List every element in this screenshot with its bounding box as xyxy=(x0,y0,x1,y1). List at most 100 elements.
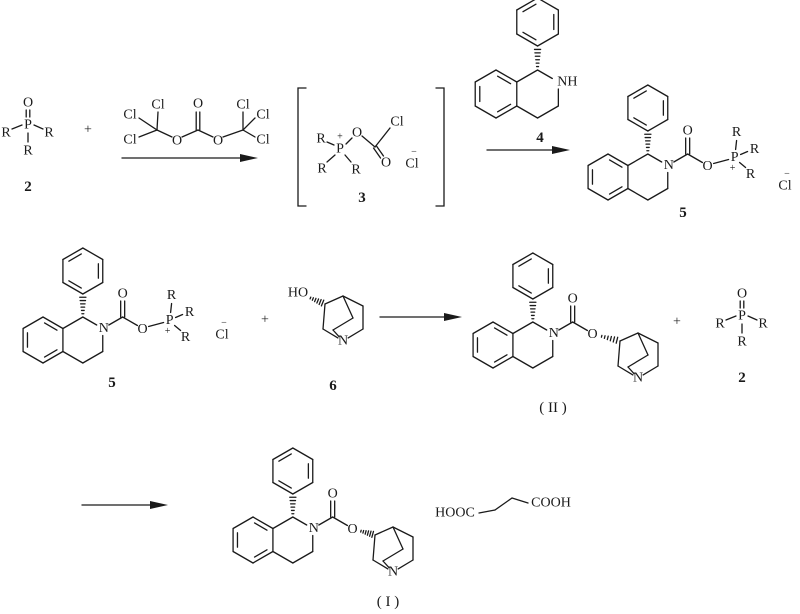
bond xyxy=(734,139,738,151)
ring-bond xyxy=(474,105,497,119)
bond xyxy=(673,153,689,163)
compound-label: 2 xyxy=(24,179,32,195)
bond xyxy=(372,534,376,561)
ring-bond xyxy=(647,118,669,132)
bond xyxy=(11,124,23,130)
bond xyxy=(156,129,173,138)
ring-bond xyxy=(252,550,274,564)
ring-double-bond xyxy=(43,349,58,358)
bond xyxy=(272,550,294,564)
atom-label: N xyxy=(549,326,559,341)
ring-bond xyxy=(272,447,294,461)
bond xyxy=(512,321,534,335)
atom-label: O xyxy=(328,487,338,502)
atom-label: P xyxy=(731,150,739,165)
atom-label: O xyxy=(118,287,128,302)
atom-label: O xyxy=(737,287,747,302)
bond xyxy=(642,365,659,376)
hashed-wedge-bond xyxy=(362,529,365,534)
atom-label: R xyxy=(185,305,195,320)
ring-double-bond xyxy=(608,186,623,195)
bond xyxy=(318,516,334,526)
ring-double-bond xyxy=(633,117,647,126)
atom-label: N xyxy=(664,158,674,173)
ring-bond xyxy=(532,252,554,266)
ring-double-bond xyxy=(68,253,82,262)
ring-double-bond xyxy=(496,103,512,113)
bond xyxy=(181,129,199,138)
bond xyxy=(536,69,553,80)
bond xyxy=(372,559,389,570)
atom-label: O xyxy=(588,327,598,342)
ring-bond xyxy=(22,316,44,330)
compound-label: 5 xyxy=(679,205,687,221)
ring-bond xyxy=(272,481,294,495)
bond xyxy=(138,117,158,131)
ring-bond xyxy=(512,252,534,266)
ring-bond xyxy=(82,247,104,261)
hashed-wedge-bond xyxy=(320,299,325,307)
atom-label: N xyxy=(633,371,643,386)
atom-label: Cl xyxy=(123,108,136,123)
ring-bond xyxy=(474,69,497,83)
bond xyxy=(342,295,364,307)
bond xyxy=(361,135,376,148)
bond xyxy=(739,150,749,156)
bond xyxy=(738,161,747,169)
bond xyxy=(82,350,104,364)
ring-bond xyxy=(472,355,494,369)
plus-sign: + xyxy=(673,315,681,330)
ring-bond xyxy=(232,516,254,530)
bond xyxy=(138,129,158,138)
atom-label: N xyxy=(388,565,398,580)
bond xyxy=(627,153,649,167)
bond xyxy=(197,129,214,138)
atom-label: O xyxy=(172,134,182,149)
atom-label: R xyxy=(316,132,326,147)
bond xyxy=(272,516,294,530)
bond xyxy=(345,137,353,145)
atom-label: P xyxy=(336,142,344,157)
bond xyxy=(512,355,534,369)
bond xyxy=(558,321,574,331)
minus-charge: − xyxy=(221,318,227,329)
ring-bond xyxy=(82,281,104,295)
atom-label: N xyxy=(99,321,109,336)
ring-double-bond xyxy=(253,549,268,558)
ring-bond xyxy=(42,316,64,330)
bond xyxy=(108,316,124,326)
bond xyxy=(122,316,139,327)
plus-charge: + xyxy=(337,132,343,143)
bond xyxy=(326,141,335,146)
bond xyxy=(712,158,730,165)
bond xyxy=(516,69,539,83)
right-bracket xyxy=(435,87,445,207)
ring-bond xyxy=(607,153,629,167)
atom-label: O xyxy=(568,292,578,307)
ring-double-bond xyxy=(518,258,532,267)
atom-label: O xyxy=(23,96,33,111)
bond xyxy=(292,516,308,526)
ring-double-bond xyxy=(518,285,532,294)
atom-label: Cl xyxy=(405,157,418,172)
ring-bond xyxy=(252,516,274,530)
bond xyxy=(627,366,635,375)
atom-label: O xyxy=(213,134,223,149)
atom-label: N xyxy=(338,334,348,349)
bond xyxy=(382,560,390,569)
atom-label: O xyxy=(703,159,713,174)
plus-sign: + xyxy=(261,313,269,328)
ring-bond xyxy=(292,481,314,495)
ring-bond xyxy=(532,286,554,300)
bond xyxy=(347,328,364,339)
bond xyxy=(392,526,414,538)
atom-label: O xyxy=(683,124,693,139)
ring-bond xyxy=(536,33,560,47)
arrow-head-icon xyxy=(240,154,258,162)
atom-label: Cl xyxy=(123,133,136,148)
atom-label: Cl xyxy=(236,98,249,113)
ring-double-bond xyxy=(633,90,647,99)
bond xyxy=(342,295,354,319)
ring-bond xyxy=(587,187,609,201)
